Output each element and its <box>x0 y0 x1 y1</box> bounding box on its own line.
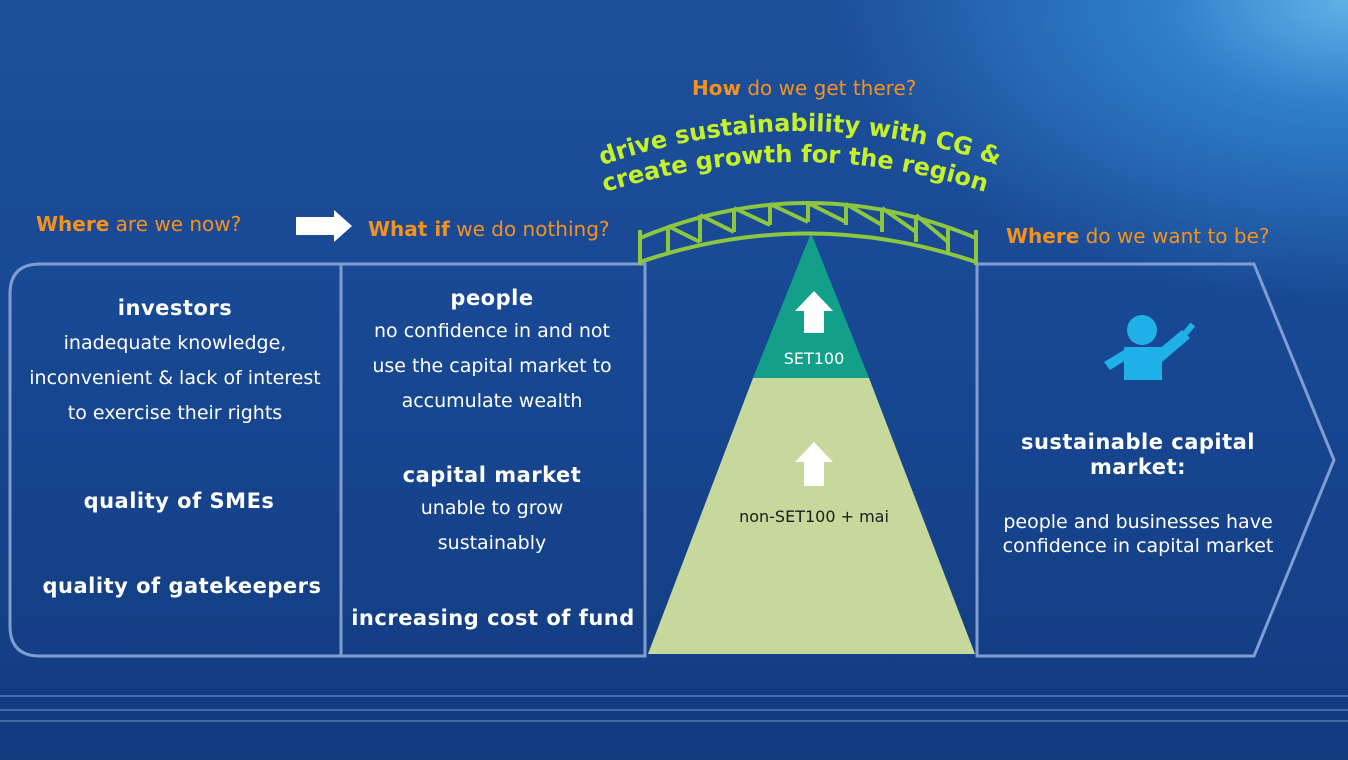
decor-stripe <box>0 695 1348 697</box>
investors-line: to exercise their rights <box>67 402 283 424</box>
header-bold: How <box>692 76 741 100</box>
market-line: sustainably <box>437 532 547 554</box>
bridge-icon <box>638 201 978 265</box>
people-line: use the capital market to <box>372 355 612 377</box>
header-where-now: Where are we now? <box>36 212 241 236</box>
header-how: How do we get there? <box>692 76 916 100</box>
header-what-if: What if we do nothing? <box>368 217 610 241</box>
investors-line: inadequate knowledge, <box>63 332 287 354</box>
panel-want: sustainable capital market: people and b… <box>990 430 1286 558</box>
header-where-want: Where do we want to be? <box>1006 224 1270 248</box>
people-line: accumulate wealth <box>401 390 583 412</box>
want-title-line: market: <box>1090 455 1186 479</box>
smes-title: quality of SMEs <box>83 489 275 513</box>
header-bold: What if <box>368 217 450 241</box>
pyramid-bottom-label: non-SET100 + mai <box>739 507 889 526</box>
arrow-right-icon <box>296 210 352 242</box>
people-text: no confidence in and not use the capital… <box>343 314 641 419</box>
people-line: no confidence in and not <box>373 320 610 342</box>
arrow-up-icon <box>795 442 833 486</box>
investors-line: inconvenient & lack of interest <box>29 367 321 389</box>
want-title: sustainable capital market: <box>990 430 1286 480</box>
want-title-line: sustainable capital <box>1020 430 1256 454</box>
header-rest: we do nothing? <box>449 217 610 241</box>
person-pointing-icon <box>1104 315 1196 380</box>
panel-want-outline <box>975 262 1336 658</box>
pyramid-top-label: SET100 <box>783 349 845 368</box>
header-rest: do we get there? <box>740 76 917 100</box>
decor-stripe <box>0 709 1348 711</box>
cost-title: increasing cost of fund <box>351 606 635 630</box>
arrow-up-icon <box>795 291 833 333</box>
header-bold: Where <box>1006 224 1080 248</box>
want-text: people and businesses have confidence in… <box>990 510 1286 558</box>
header-bold: Where <box>36 212 110 236</box>
investors-text: inadequate knowledge, inconvenient & lac… <box>12 326 338 431</box>
header-rest: do we want to be? <box>1079 224 1270 248</box>
panel-now: investors inadequate knowledge, inconven… <box>12 296 338 431</box>
market-text: unable to grow sustainably <box>343 491 641 561</box>
pyramid-bottom <box>648 378 975 654</box>
want-text-line: confidence in capital market <box>1002 535 1274 557</box>
panel-now-outline <box>8 262 647 658</box>
people-title: people <box>450 286 534 310</box>
panel-nothing: people no confidence in and not use the … <box>343 286 641 419</box>
market-line: unable to grow <box>420 497 564 519</box>
header-rest: are we now? <box>109 212 242 236</box>
market-title: capital market <box>402 463 582 487</box>
investors-title: investors <box>117 296 233 320</box>
decor-stripe <box>0 720 1348 722</box>
want-text-line: people and businesses have <box>1003 511 1273 533</box>
gatekeepers-title: quality of gatekeepers <box>42 574 322 598</box>
market-block: capital market unable to grow sustainabl… <box>343 463 641 561</box>
